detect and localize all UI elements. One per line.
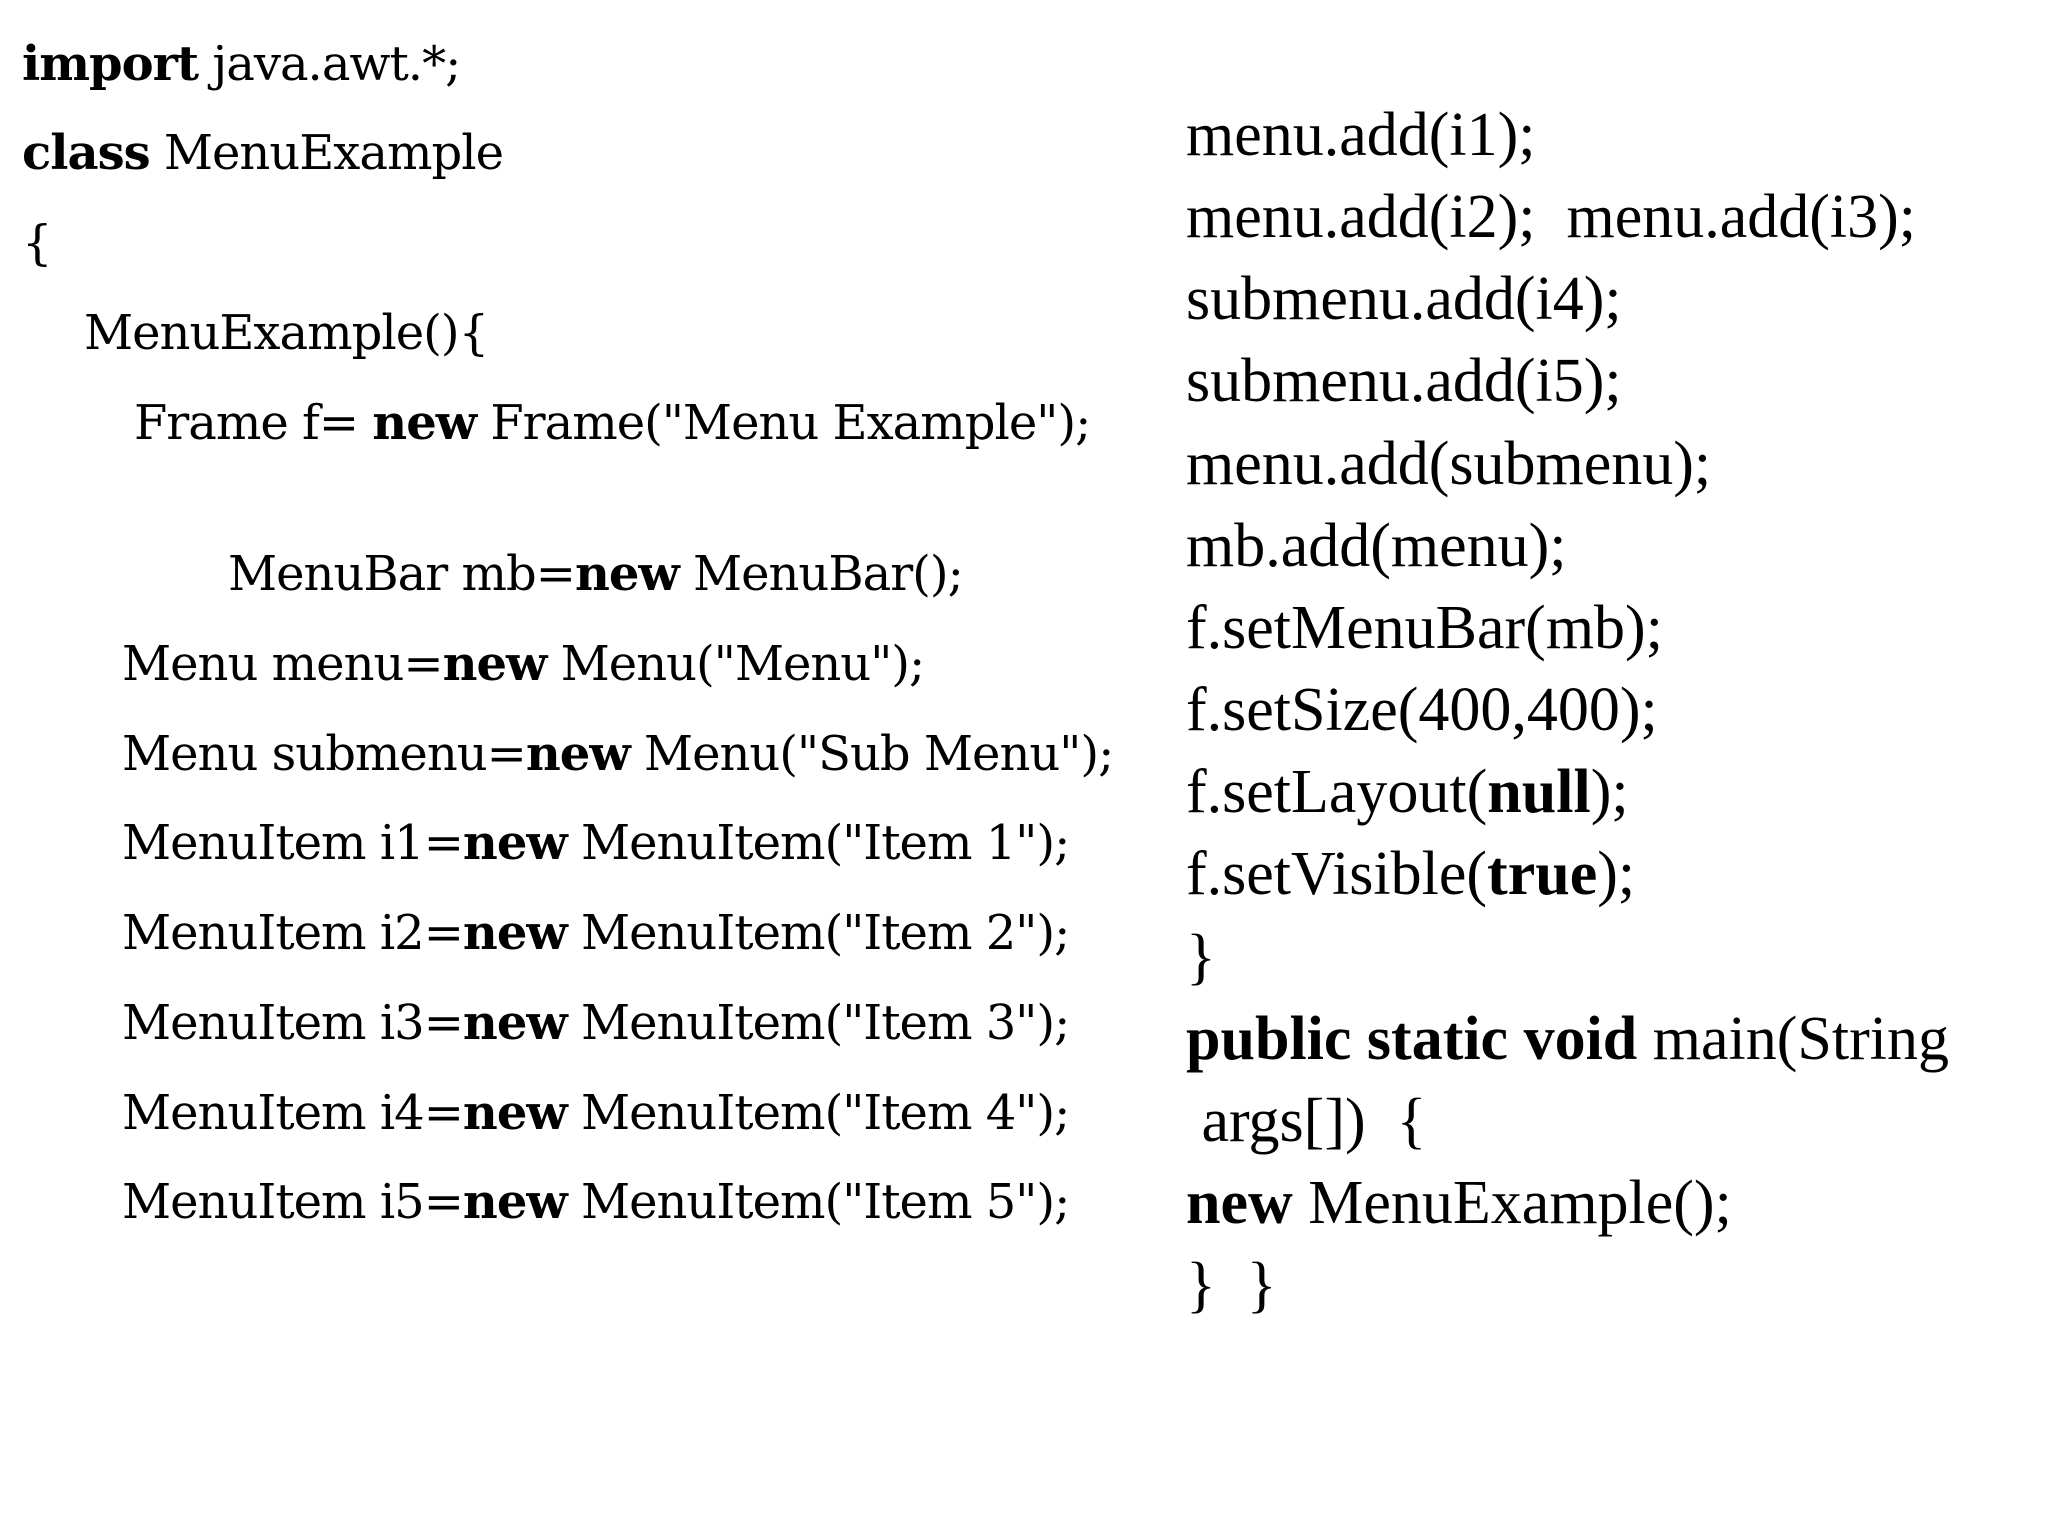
code-keyword: new	[462, 905, 568, 961]
code-line: f.setMenuBar(mb);	[1186, 597, 1663, 659]
code-line: class MenuExample	[22, 129, 504, 177]
code-line: {	[22, 219, 53, 267]
code-text: submenu.add(i4);	[1186, 265, 1622, 333]
code-line: Menu menu=new Menu("Menu");	[122, 640, 925, 688]
code-line: MenuItem i3=new MenuItem("Item 3");	[122, 999, 1070, 1047]
code-text: f.setMenuBar(mb);	[1186, 594, 1663, 662]
code-text: java.awt.*;	[198, 36, 461, 92]
code-line: Menu submenu=new Menu("Sub Menu");	[122, 730, 1114, 778]
code-line: submenu.add(i4);	[1186, 268, 1622, 330]
code-line: args[]) {	[1186, 1087, 1427, 1155]
code-text: Frame f=	[134, 395, 373, 451]
code-text: menu.add(submenu);	[1186, 430, 1712, 498]
code-text: MenuItem i4=	[122, 1085, 464, 1141]
code-keyword: new	[574, 546, 680, 602]
code-line: Frame f= new Frame("Menu Example");	[134, 399, 1091, 447]
code-line: mb.add(menu);	[1186, 515, 1567, 577]
code-text: MenuExample();	[1292, 1169, 1732, 1237]
code-text: Frame("Menu Example");	[476, 395, 1091, 451]
code-text: MenuItem("Item 5");	[566, 1174, 1070, 1230]
code-text: menu.add(i1);	[1186, 101, 1536, 169]
code-text: args[]) {	[1186, 1087, 1427, 1155]
code-line: menu.add(i1);	[1186, 104, 1536, 166]
code-line: MenuItem i1=new MenuItem("Item 1");	[122, 819, 1070, 867]
code-keyword: public static void	[1186, 1005, 1638, 1073]
code-line: submenu.add(i5);	[1186, 350, 1622, 412]
code-text: Menu submenu=	[122, 726, 527, 782]
code-text: Menu menu=	[122, 636, 444, 692]
code-text: MenuItem("Item 2");	[566, 905, 1070, 961]
code-line: f.setVisible(true);	[1186, 843, 1635, 905]
code-keyword: new	[442, 636, 548, 692]
code-text: f.setSize(400,400);	[1186, 676, 1658, 744]
code-keyword: new	[462, 815, 568, 871]
code-keyword: class	[22, 125, 151, 181]
code-text: MenuItem i2=	[122, 905, 464, 961]
code-text: }	[1186, 923, 1216, 991]
code-line: new MenuExample();	[1186, 1172, 1732, 1234]
code-keyword: new	[372, 395, 477, 451]
code-text: MenuItem i5=	[122, 1174, 464, 1230]
code-text: MenuItem("Item 1");	[566, 815, 1070, 871]
code-text: );	[1590, 758, 1629, 826]
code-keyword: new	[462, 995, 568, 1051]
code-text: MenuItem i3=	[122, 995, 464, 1051]
code-keyword: new	[462, 1174, 568, 1230]
code-text: MenuItem("Item 4");	[566, 1085, 1070, 1141]
code-text: menu.add(i2); menu.add(i3);	[1186, 183, 1917, 251]
code-text: MenuExample(){	[84, 305, 489, 361]
code-keyword: new	[462, 1085, 568, 1141]
code-line: import java.awt.*;	[22, 40, 461, 88]
code-line: menu.add(submenu);	[1186, 433, 1711, 495]
code-text: mb.add(menu);	[1186, 512, 1567, 580]
code-keyword: new	[525, 726, 631, 782]
code-text: MenuBar();	[678, 546, 964, 602]
code-text: main(String	[1637, 1005, 1949, 1073]
code-line: f.setLayout(null);	[1186, 761, 1629, 823]
code-text: Menu("Menu");	[546, 636, 926, 692]
code-line: MenuBar mb=new MenuBar();	[228, 550, 964, 598]
code-line: MenuExample(){	[84, 309, 489, 357]
code-line: MenuItem i2=new MenuItem("Item 2");	[122, 909, 1070, 957]
code-text: {	[22, 215, 53, 271]
code-text: } }	[1186, 1251, 1277, 1319]
code-text: f.setVisible(	[1186, 840, 1488, 908]
code-text: );	[1597, 840, 1636, 908]
code-keyword: import	[22, 36, 199, 92]
code-line: } }	[1186, 1254, 1277, 1316]
code-line: f.setSize(400,400);	[1186, 679, 1658, 741]
code-text: MenuExample	[149, 125, 504, 181]
code-text: submenu.add(i5);	[1186, 347, 1622, 415]
code-line: }	[1186, 926, 1216, 988]
code-text: MenuItem("Item 3");	[566, 995, 1070, 1051]
code-text: MenuItem i1=	[122, 815, 464, 871]
code-text: f.setLayout(	[1186, 758, 1488, 826]
code-text: MenuBar mb=	[228, 546, 576, 602]
code-keyword: null	[1487, 758, 1591, 826]
code-keyword: true	[1487, 840, 1598, 908]
code-line: MenuItem i5=new MenuItem("Item 5");	[122, 1178, 1070, 1226]
code-line: MenuItem i4=new MenuItem("Item 4");	[122, 1089, 1070, 1137]
code-line: menu.add(i2); menu.add(i3);	[1186, 186, 1916, 248]
code-text: Menu("Sub Menu");	[629, 726, 1114, 782]
code-keyword: new	[1186, 1169, 1293, 1237]
code-line: public static void main(String	[1186, 1008, 1949, 1070]
